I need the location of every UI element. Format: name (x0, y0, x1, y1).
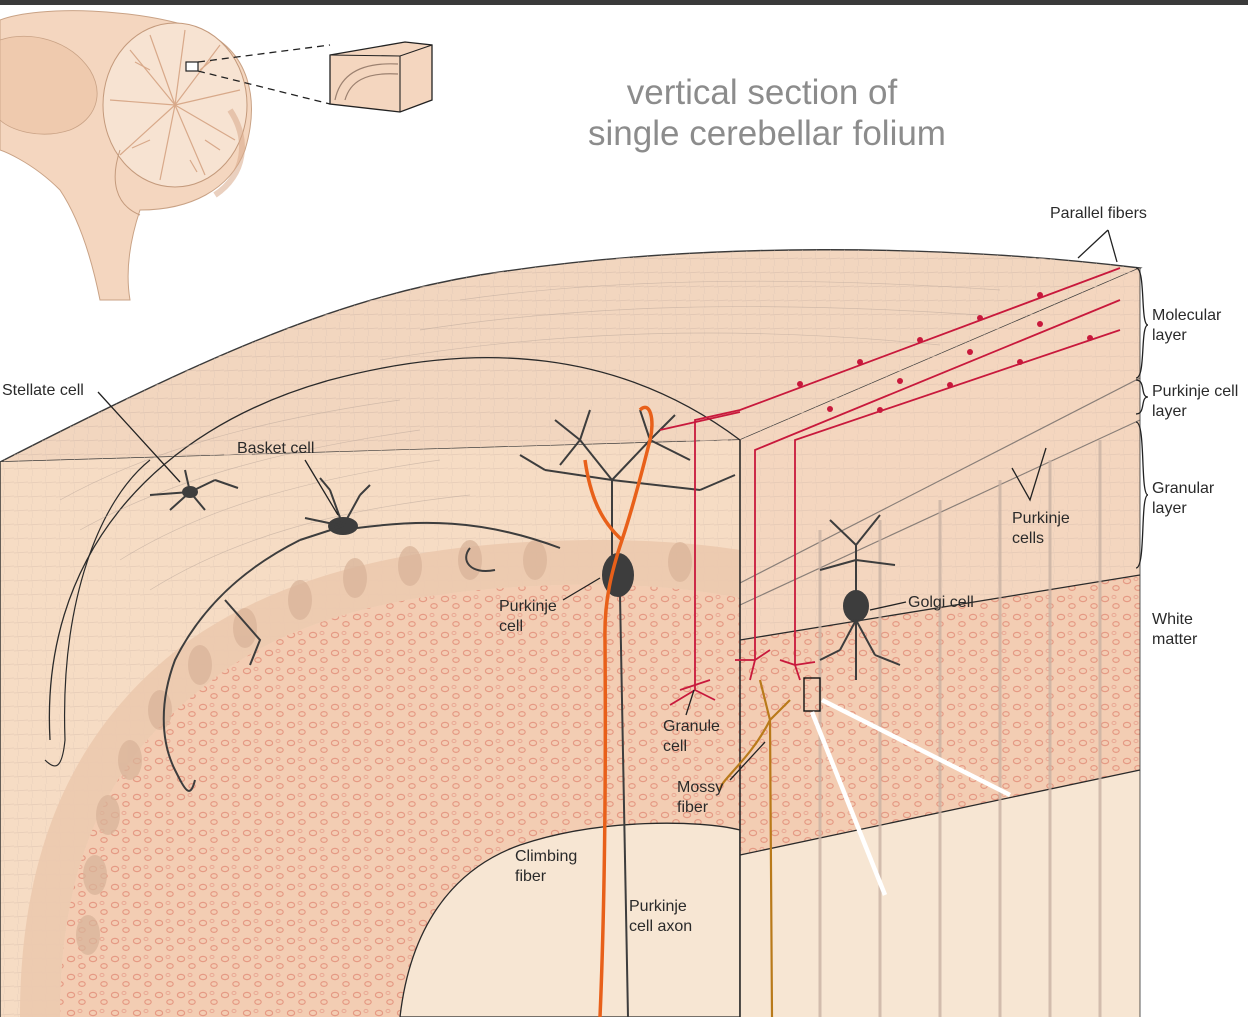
brain-inset (0, 11, 432, 300)
label-granule-cell-1: Granule (663, 718, 720, 735)
label-granular-layer-1: Granular (1152, 480, 1215, 497)
title-line-2: single cerebellar folium (588, 114, 946, 153)
label-purkinje-cells-2: cells (1012, 530, 1044, 547)
label-purkinje-cell-1: Purkinje (499, 598, 557, 615)
label-molecular-layer-1: Molecular (1152, 307, 1222, 324)
label-purkinje-layer-1: Purkinje cell (1152, 383, 1238, 400)
label-purkinje-cells-1: Purkinje (1012, 510, 1070, 527)
label-mossy-fiber-1: Mossy (677, 779, 723, 796)
label-purkinje-layer-2: layer (1152, 403, 1187, 420)
label-purkinje-axon-1: Purkinje (629, 898, 687, 915)
label-granule-cell-2: cell (663, 738, 687, 755)
folium-block (0, 250, 1140, 1017)
label-climbing-fiber-2: fiber (515, 868, 547, 885)
label-purkinje-axon-2: cell axon (629, 918, 692, 935)
label-mossy-fiber-2: fiber (677, 799, 709, 816)
label-stellate-cell: Stellate cell (2, 382, 84, 399)
label-basket-cell: Basket cell (237, 440, 314, 457)
label-white-matter-2: matter (1152, 631, 1198, 648)
label-purkinje-cell-2: cell (499, 618, 523, 635)
label-golgi-cell: Golgi cell (908, 594, 974, 611)
label-granular-layer-2: layer (1152, 500, 1187, 517)
top-bar (0, 0, 1248, 5)
label-molecular-layer-2: layer (1152, 327, 1187, 344)
title-line-1: vertical section of (627, 73, 898, 112)
inset-block-icon (330, 42, 432, 112)
label-climbing-fiber-1: Climbing (515, 848, 577, 865)
label-parallel-fibers: Parallel fibers (1050, 205, 1147, 222)
label-white-matter-1: White (1152, 611, 1193, 628)
